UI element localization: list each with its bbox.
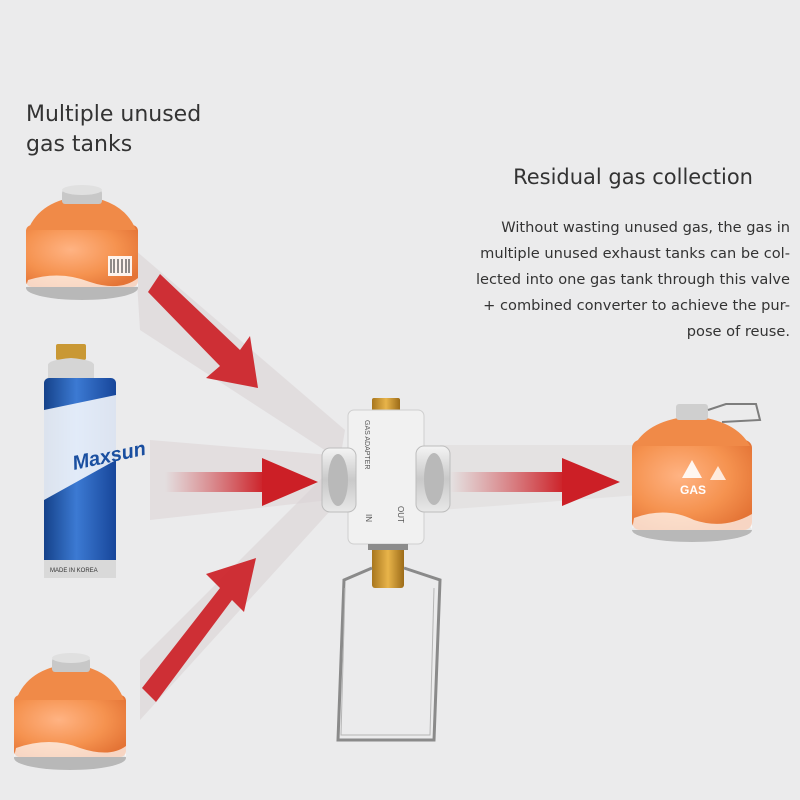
butane-origin-text: MADE IN KOREA — [50, 568, 98, 574]
arrow-right — [450, 458, 620, 506]
butane-can: Maxsun MADE IN KOREA — [44, 344, 148, 578]
description-line-2: multiple unused exhaust tanks can be col… — [480, 245, 790, 262]
orange-canister-bottom — [14, 653, 126, 770]
description-line-3: lected into one gas tank through this va… — [475, 271, 790, 288]
gas-adapter: GAS ADAPTER OUT IN — [321, 398, 451, 742]
orange-canister-right: GAS — [632, 403, 762, 542]
adapter-in-label: IN — [364, 514, 373, 522]
arrow-middle — [165, 458, 318, 506]
description-line-5: pose of reuse. — [686, 323, 790, 340]
description-line-4: + combined converter to achieve the pur- — [483, 297, 790, 314]
arrow-top — [148, 274, 258, 388]
description: Without wasting unused gas, the gas in m… — [410, 215, 790, 345]
left-heading: Multiple unused gas tanks — [26, 100, 246, 160]
left-heading-line-2: gas tanks — [26, 132, 133, 157]
right-heading: Residual gas collection — [513, 165, 753, 189]
adapter-top-label: GAS ADAPTER — [363, 420, 370, 469]
description-line-1: Without wasting unused gas, the gas in — [501, 219, 790, 236]
arrow-bottom — [142, 558, 256, 702]
canister-brand-text: GAS — [680, 483, 706, 497]
orange-canister-top — [26, 185, 138, 300]
adapter-out-label: OUT — [396, 506, 405, 523]
left-heading-line-1: Multiple unused — [26, 102, 202, 127]
